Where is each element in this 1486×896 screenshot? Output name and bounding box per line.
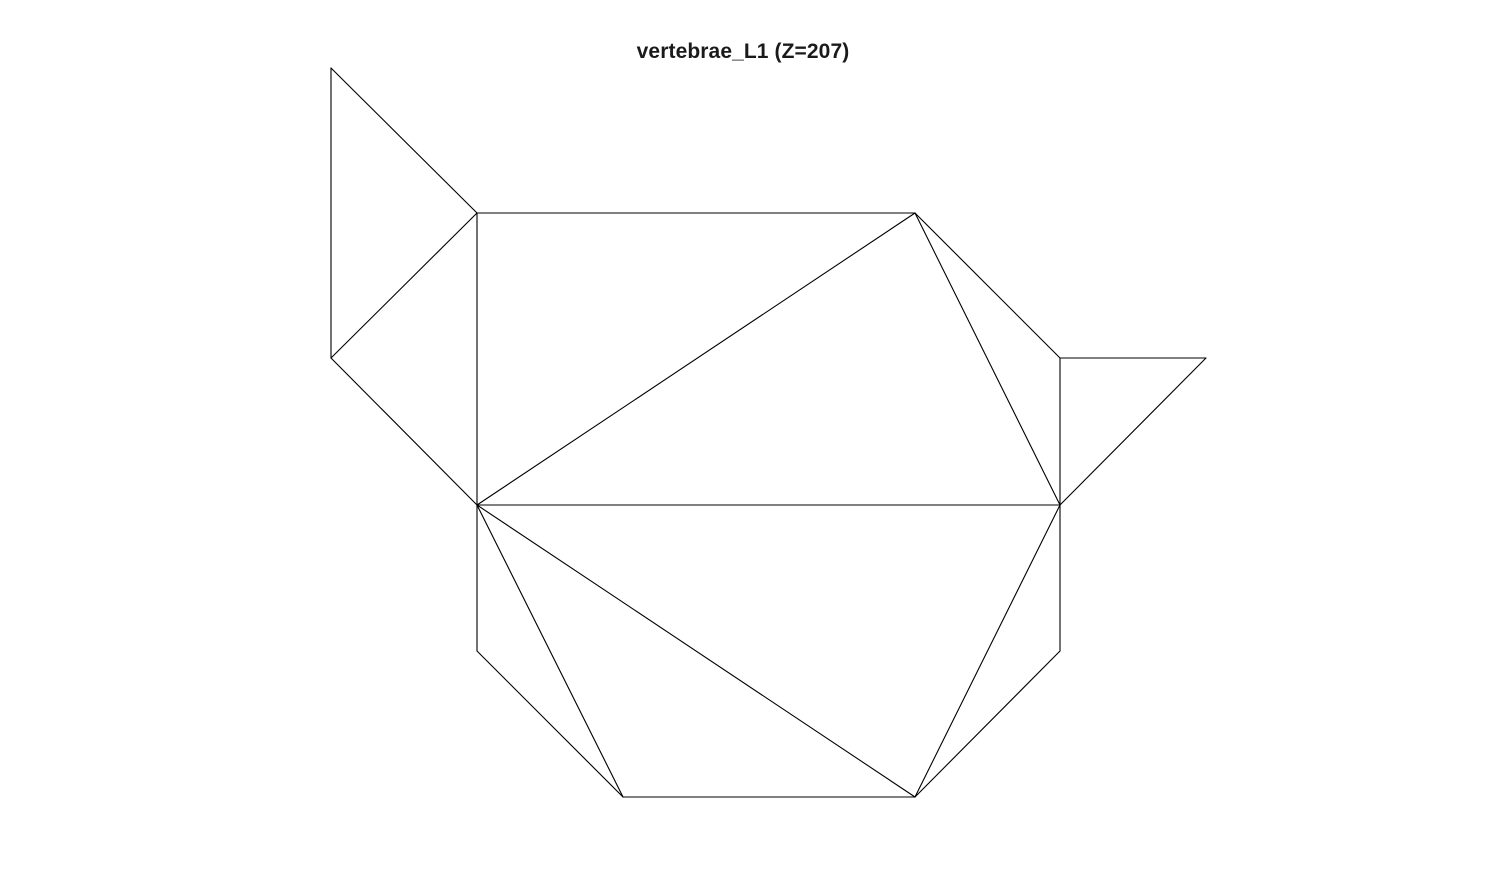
mesh-edge <box>330 357 478 506</box>
mesh-edge <box>914 212 1061 506</box>
figure-title: vertebrae_L1 (Z=207) <box>636 40 850 63</box>
mesh-edge <box>330 67 478 214</box>
mesh-edge <box>476 650 624 798</box>
mesh-edge <box>330 212 478 359</box>
mesh-edge <box>914 650 1061 798</box>
mesh-edge <box>914 212 1061 359</box>
mesh-edge <box>476 504 916 798</box>
mesh-edge <box>476 504 624 798</box>
mesh-edge <box>1059 357 1207 506</box>
mesh-edge <box>914 504 1061 798</box>
mesh-edge <box>476 212 916 506</box>
